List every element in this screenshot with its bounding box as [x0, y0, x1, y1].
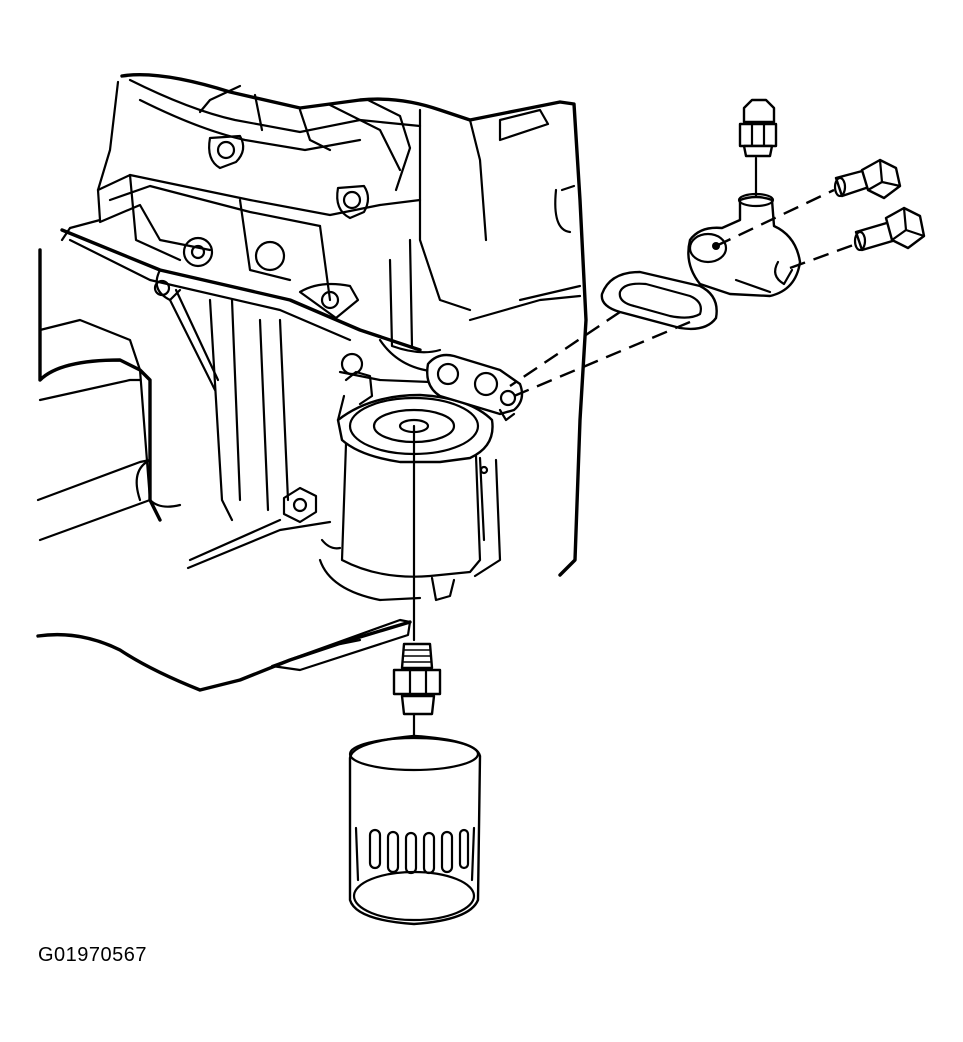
gasket — [600, 270, 718, 331]
alignment-lines — [412, 188, 857, 642]
filter-adapter — [318, 238, 494, 602]
threaded-nipple — [392, 642, 442, 740]
pressure-sensor — [738, 98, 778, 198]
figure-code: G01970567 — [38, 944, 148, 966]
elbow-fitting — [687, 192, 802, 298]
oil-filter — [348, 734, 482, 926]
cooler-flange — [426, 353, 524, 422]
engine-block — [36, 73, 588, 692]
bolt-upper — [833, 158, 902, 200]
bolt-lower — [853, 206, 926, 252]
